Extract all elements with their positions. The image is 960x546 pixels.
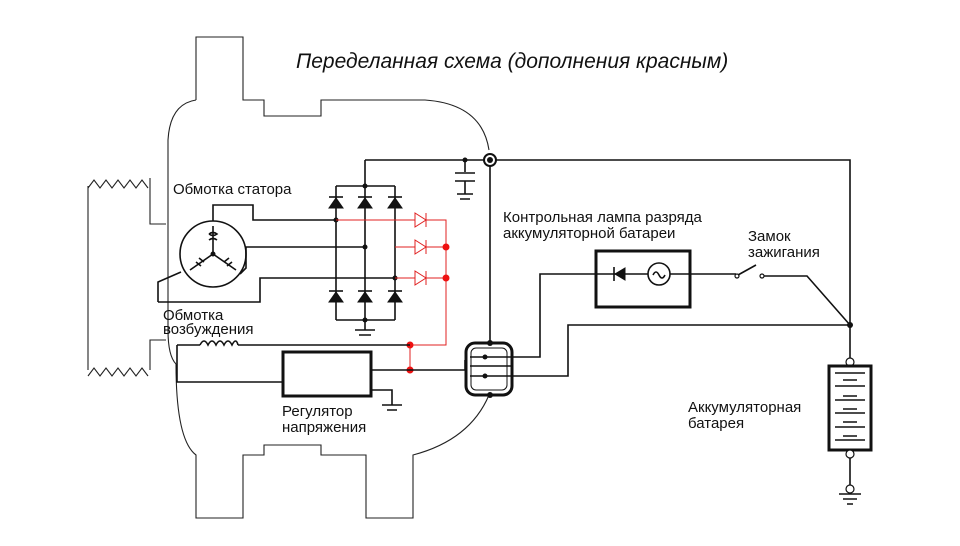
lamp-diode-icon: [614, 267, 626, 281]
stator-coil-c: [223, 257, 233, 267]
stator-coil-b: [195, 257, 205, 267]
connector: [464, 273, 850, 398]
added-diodes: [336, 212, 450, 374]
excitation-winding: [176, 340, 410, 383]
added-diode-1: [414, 212, 427, 228]
battery-label-1: Аккумуляторная: [688, 399, 801, 416]
bridge-ground-icon: [355, 320, 375, 336]
diode-upper-3: [387, 196, 403, 209]
alternator-housing: [87, 36, 490, 519]
added-diode-2: [414, 239, 427, 255]
excitation-label-1: Обмотка: [163, 307, 224, 324]
ignition-label-2: зажигания: [748, 244, 820, 261]
ignition-label-1: Замок: [748, 228, 791, 245]
lamp-label-1: Контрольная лампа разряда: [503, 209, 703, 226]
regulator-label-2: напряжения: [282, 419, 366, 436]
stator-label: Обмотка статора: [173, 181, 292, 198]
diode-lower-3: [387, 290, 403, 303]
added-diode-3: [414, 270, 427, 286]
regulator-ground-icon: [371, 389, 402, 411]
excitation-label-2: возбуждения: [163, 321, 254, 338]
lamp-label-2: аккумуляторной батареи: [503, 225, 675, 242]
diode-upper-2: [357, 196, 373, 209]
battery-box: [827, 364, 873, 452]
b-terminal: [483, 153, 851, 343]
belt-zigzag-bottom: [87, 367, 149, 377]
stator-winding: [157, 204, 395, 303]
regulator-label-1: Регулятор: [282, 403, 353, 420]
stator-coil-a: [208, 231, 219, 241]
battery-ground-icon: [839, 493, 861, 505]
diode-lower-1: [328, 290, 344, 303]
capacitor: [455, 157, 475, 200]
warning-lamp: [594, 249, 736, 309]
switch-lever: [737, 264, 757, 276]
regulator-box: [281, 350, 373, 398]
junction-red: [442, 274, 450, 282]
ignition-switch: [734, 264, 853, 328]
belt-zigzag-top: [87, 179, 149, 189]
junction-red: [442, 243, 450, 251]
coil-icon: [199, 340, 239, 347]
battery: [827, 325, 873, 505]
battery-label-2: батарея: [688, 415, 744, 432]
diode-upper-1: [328, 196, 344, 209]
lamp-box: [594, 249, 692, 309]
rectifier-bridge: [328, 159, 490, 336]
diode-lower-2: [357, 290, 373, 303]
diagram-title: Переделанная схема (дополнения красным): [296, 50, 728, 73]
voltage-regulator: [281, 350, 466, 411]
connector-body: [464, 341, 514, 397]
